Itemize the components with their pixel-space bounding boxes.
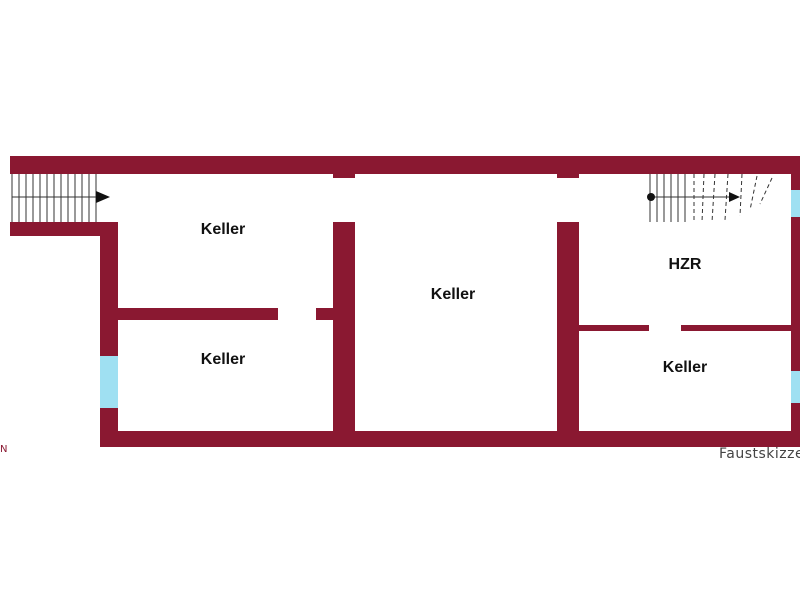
corner-mark: N	[0, 444, 8, 455]
wall-stair-bottom	[10, 222, 118, 236]
wall-interior-1-stub	[333, 174, 355, 178]
wall-partition-right-b	[681, 325, 791, 331]
wall-top	[10, 156, 800, 174]
wall-bottom	[100, 431, 800, 447]
room-label-keller-top-left: Keller	[200, 221, 246, 238]
wall-partition-right-a	[579, 325, 649, 331]
wall-left	[100, 222, 118, 447]
room-label-keller-center: Keller	[430, 286, 476, 303]
wall-interior-2	[557, 222, 579, 433]
wall-partition-left-a	[118, 308, 278, 320]
stair-right	[647, 173, 773, 223]
room-label-hzr: HZR	[668, 256, 702, 273]
wall-partition-left-b	[316, 308, 333, 320]
stair-right-start-icon	[647, 193, 655, 201]
room-label-keller-bottom-left: Keller	[200, 351, 246, 368]
window-left	[100, 356, 118, 408]
wall-interior-1	[333, 222, 355, 433]
stair-left	[11, 174, 110, 222]
stair-left-arrow-icon	[96, 191, 110, 203]
wall-right	[791, 174, 800, 434]
wall-interior-2-stub	[557, 174, 579, 178]
room-label-keller-bottom-right: Keller	[662, 359, 708, 376]
caption-sketch-note: Faustskizze	[719, 446, 800, 462]
window-right-lower	[791, 371, 800, 403]
stair-right-arrow-icon	[729, 192, 740, 202]
window-right-upper	[791, 190, 800, 217]
